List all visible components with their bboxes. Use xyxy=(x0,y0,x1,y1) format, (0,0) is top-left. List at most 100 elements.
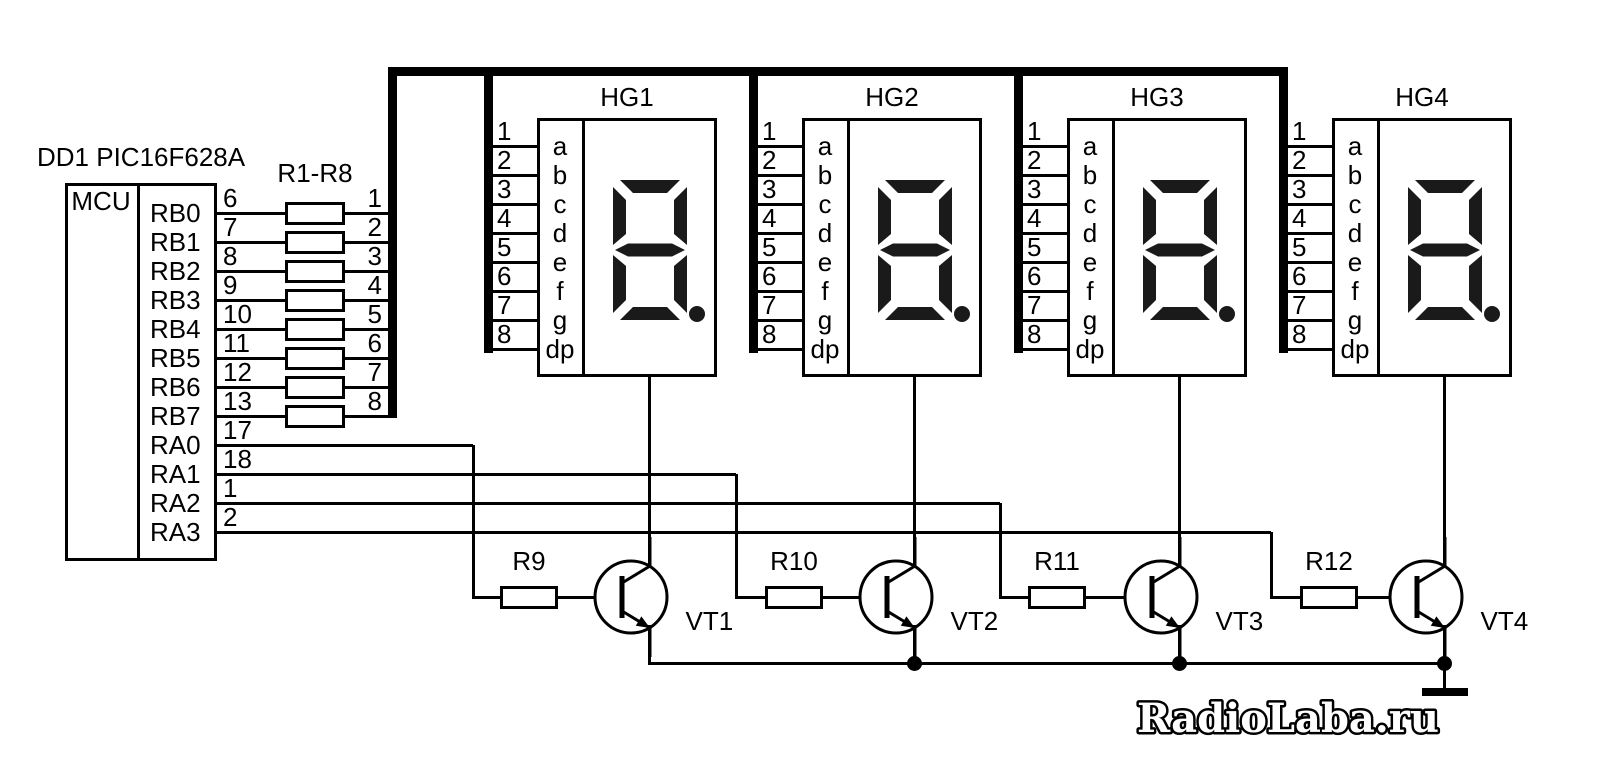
display-pin-stub xyxy=(753,144,802,148)
display-pin-number: 8 xyxy=(1027,319,1042,349)
mcu-pin-name: RB0 xyxy=(150,198,201,228)
mcu-pin-wire xyxy=(217,211,285,215)
mcu-pin-number: 13 xyxy=(223,386,252,416)
display-pin-stub xyxy=(1283,260,1332,264)
segment-bus-top xyxy=(388,67,1288,76)
display-name-label: HG4 xyxy=(1395,82,1449,112)
segment-label: e xyxy=(552,247,568,277)
display-divider xyxy=(1377,118,1380,377)
segment-label: f xyxy=(821,276,829,306)
decimal-point xyxy=(689,306,705,322)
mcu-pin-name: RA2 xyxy=(150,488,201,518)
segment-label: c xyxy=(818,189,832,219)
display-pin-number: 4 xyxy=(497,203,512,233)
display-pin-number: 8 xyxy=(762,319,777,349)
resistor-box xyxy=(285,404,345,428)
ground-wire xyxy=(1443,663,1446,689)
mcu-pin-number: 2 xyxy=(223,502,238,532)
display-bus-drop xyxy=(484,67,493,353)
segment-label: d xyxy=(817,218,833,248)
mcu-pin-wire xyxy=(217,501,1000,505)
watermark-text: RadioLaba.ru xyxy=(1137,695,1439,742)
display-pin-stub xyxy=(1283,144,1332,148)
display-pin-stub xyxy=(488,289,537,293)
mcu-pin-number: 8 xyxy=(223,241,238,271)
display-pin-stub xyxy=(1283,289,1332,293)
display-name-label: HG3 xyxy=(1130,82,1184,112)
mcu-pin-wire xyxy=(217,356,285,360)
segment-label: a xyxy=(1082,131,1098,161)
resistor-box xyxy=(285,317,345,341)
mcu-pin-name: RB6 xyxy=(150,372,201,402)
mcu-pin-name: RB5 xyxy=(150,343,201,373)
base-wire xyxy=(1086,595,1154,599)
resistor-output-number: 4 xyxy=(367,270,382,300)
resistor-output-number: 7 xyxy=(367,357,382,387)
transistor-label: VT4 xyxy=(1480,606,1529,636)
mcu-divider xyxy=(137,183,140,561)
display-pin-stub xyxy=(753,202,802,206)
base-resistor-box xyxy=(1028,585,1086,609)
resistor-output-number: 2 xyxy=(367,212,382,242)
ra-drop-wire xyxy=(1269,532,1273,599)
junction-dot xyxy=(1172,655,1187,671)
segment-label: a xyxy=(1347,131,1363,161)
display-pin-number: 6 xyxy=(1292,261,1307,291)
display-pin-stub xyxy=(488,318,537,322)
segment-label: f xyxy=(556,276,564,306)
mcu-pin-number: 9 xyxy=(223,270,238,300)
display-pin-stub xyxy=(753,231,802,235)
base-resistor-box xyxy=(765,585,823,609)
segment-bus-vertical xyxy=(388,67,397,418)
mcu-pin-number: 11 xyxy=(223,328,250,358)
display-pin-number: 7 xyxy=(1292,290,1307,320)
display-pin-stub xyxy=(753,173,802,177)
seven-segment-digit xyxy=(613,180,687,320)
display-pin-stub xyxy=(1283,231,1332,235)
resistor-output-wire xyxy=(345,327,392,331)
mcu-pin-name: RB1 xyxy=(150,227,201,257)
resistor-output-number: 8 xyxy=(367,386,382,416)
segment-label: f xyxy=(1086,276,1094,306)
ra-drop-wire xyxy=(998,503,1002,599)
display-pin-number: 4 xyxy=(1027,203,1042,233)
mcu-pin-name: RB3 xyxy=(150,285,201,315)
display-pin-number: 4 xyxy=(762,203,777,233)
segment-label: g xyxy=(817,305,833,335)
display-pin-stub xyxy=(753,260,802,264)
transistor-symbol xyxy=(593,537,668,657)
display-pin-stub xyxy=(1018,144,1067,148)
decimal-point xyxy=(1484,306,1500,322)
base-resistor-label: R12 xyxy=(1305,546,1353,576)
display-name-label: HG1 xyxy=(600,82,654,112)
mcu-pin-name: RB2 xyxy=(150,256,201,286)
display-pin-number: 8 xyxy=(497,319,512,349)
display-pin-number: 5 xyxy=(1027,232,1042,262)
watermark: RadioLaba.ru xyxy=(1135,693,1442,745)
display-divider xyxy=(1112,118,1115,377)
segment-label: b xyxy=(1347,160,1363,190)
emitter-wire xyxy=(1443,625,1446,665)
display-pin-stub xyxy=(1283,202,1332,206)
mcu-box xyxy=(65,183,217,561)
resistor-output-wire xyxy=(345,269,392,273)
base-resistor-wire xyxy=(998,595,1028,599)
base-resistor-box xyxy=(1300,585,1358,609)
display-divider xyxy=(847,118,850,377)
seven-segment-digit xyxy=(1408,180,1482,320)
mcu-pin-wire xyxy=(217,530,1271,534)
display-pin-number: 2 xyxy=(762,145,777,175)
transistor-label: VT3 xyxy=(1215,606,1264,636)
resistor-output-number: 1 xyxy=(367,183,382,213)
segment-label: dp xyxy=(810,334,840,364)
mcu-pin-wire xyxy=(217,472,736,476)
transistor-symbol xyxy=(1388,537,1463,657)
seven-segment-digit xyxy=(1143,180,1217,320)
ra-drop-wire xyxy=(734,474,738,599)
mcu-pin-number: 6 xyxy=(223,183,238,213)
display-bus-drop xyxy=(1279,67,1288,353)
base-resistor-label: R10 xyxy=(770,546,818,576)
ra-drop-wire xyxy=(471,445,475,599)
junction-dot xyxy=(907,655,922,671)
display-pin-stub xyxy=(753,318,802,322)
